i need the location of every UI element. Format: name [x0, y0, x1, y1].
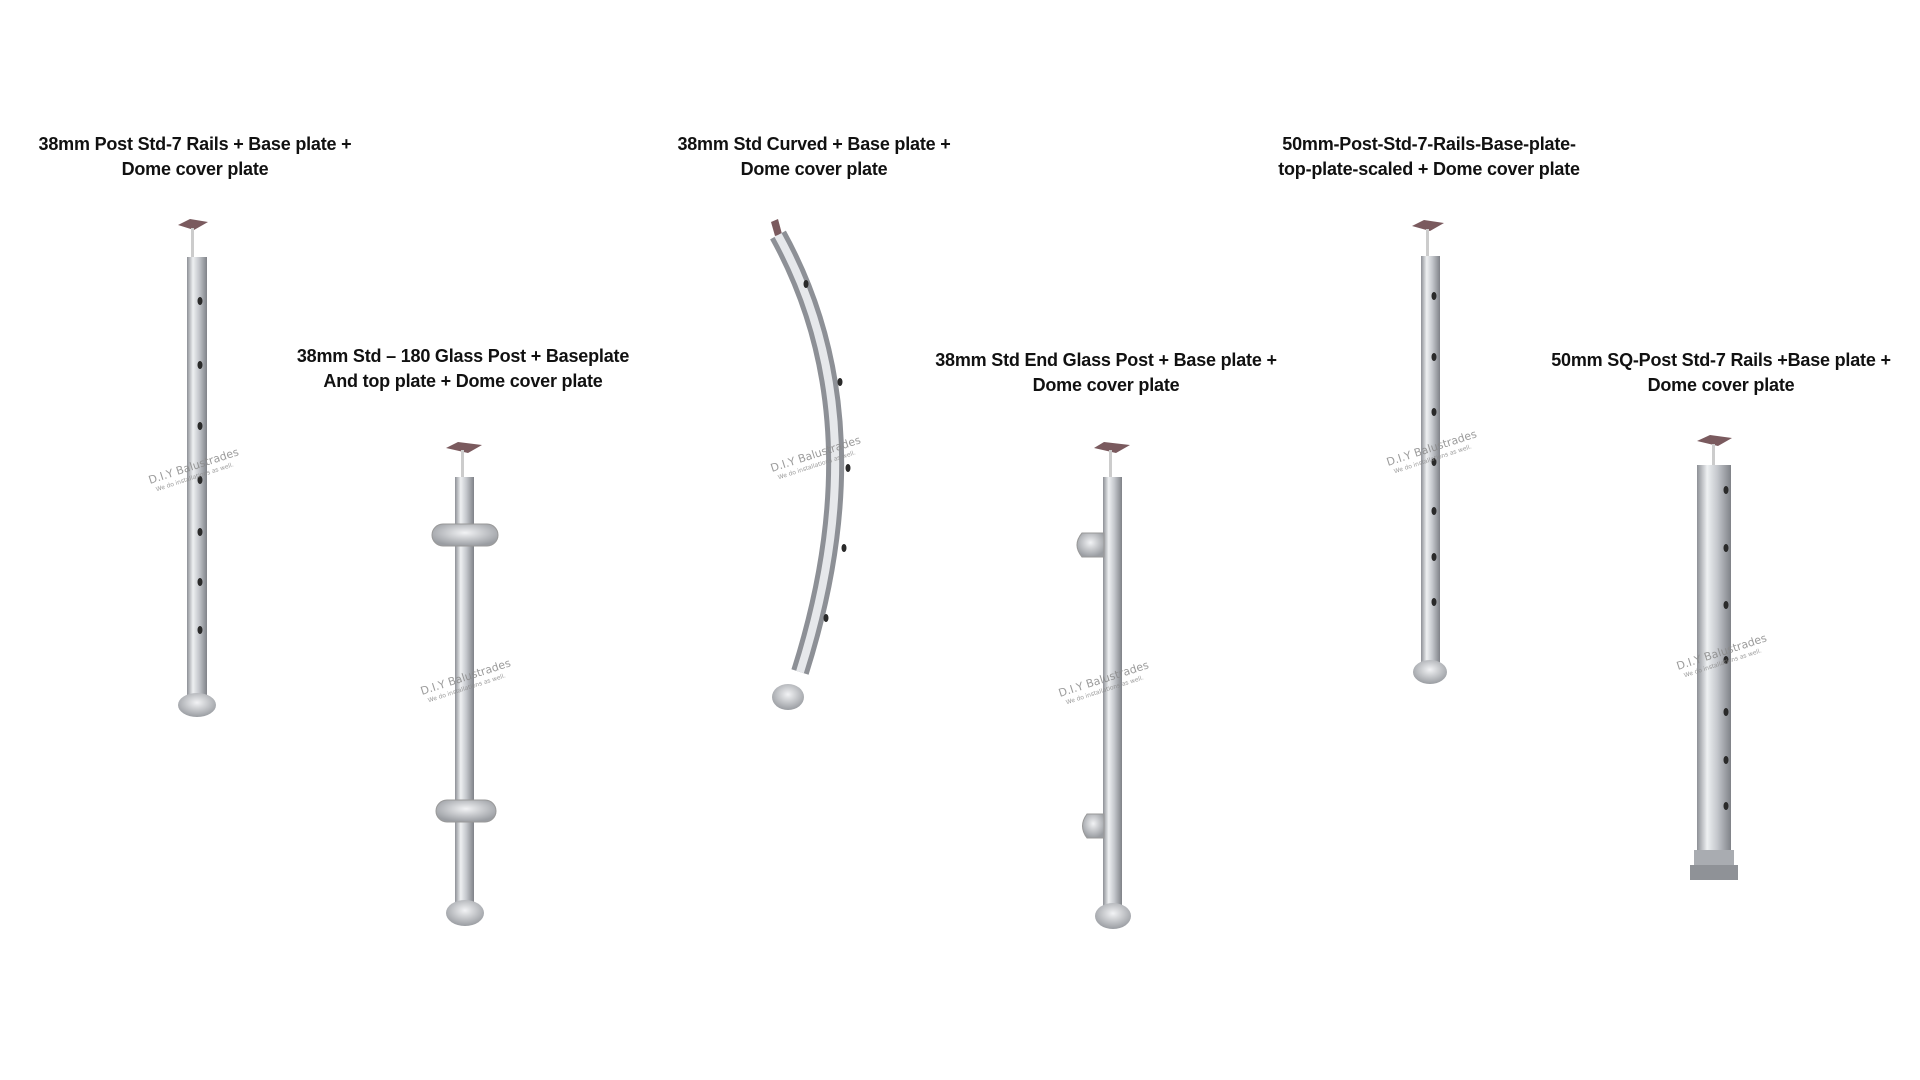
title-line: Dome cover plate [740, 159, 888, 179]
title-line: Dome cover plate [1647, 375, 1795, 395]
product-title-5: 50mm-Post-Std-7-Rails-Base-plate-top-pla… [1278, 132, 1580, 182]
title-line: 38mm Std – 180 Glass Post + Baseplate [296, 346, 630, 366]
product-title-1: 38mm Post Std-7 Rails + Base plate + Dome… [39, 132, 352, 182]
title-line: 38mm Std End Glass Post + Base plate + [935, 350, 1277, 370]
title-line: 38mm Post Std-7 Rails + Base plate + [38, 134, 352, 154]
title-line: top-plate-scaled + Dome cover plate [1278, 159, 1580, 179]
product-title-4: 38mm Std End Glass Post + Base plate + Do… [935, 348, 1277, 398]
title-line: And top plate + Dome cover plate [323, 371, 603, 391]
title-line: Dome cover plate [1032, 375, 1180, 395]
product-title-6: 50mm SQ-Post Std-7 Rails +Base plate + Do… [1551, 348, 1891, 398]
title-line: 38mm Std Curved + Base plate + [677, 134, 951, 154]
product-title-3: 38mm Std Curved + Base plate + Dome cover… [677, 132, 950, 182]
title-line: Dome cover plate [121, 159, 269, 179]
title-line: 50mm-Post-Std-7-Rails-Base-plate- [1282, 134, 1576, 154]
title-line: 50mm SQ-Post Std-7 Rails +Base plate + [1551, 350, 1891, 370]
